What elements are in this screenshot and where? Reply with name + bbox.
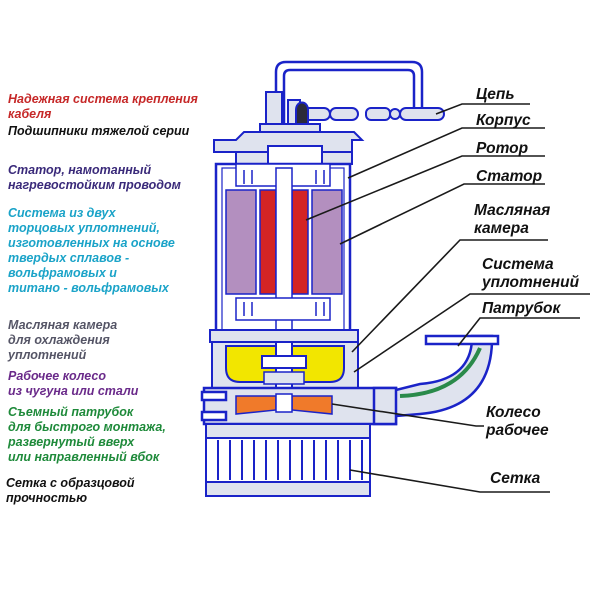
note-mesh: Сетка с образцовой прочностью <box>6 476 135 505</box>
label-nozzle: Патрубок <box>482 300 561 317</box>
leader-seal-system <box>353 293 590 373</box>
label-chain: Цепь <box>476 86 515 103</box>
strainer-mesh <box>205 423 371 497</box>
leader-wheel <box>331 403 484 427</box>
stator-windings <box>225 189 343 295</box>
label-housing: Корпус <box>476 112 531 129</box>
leader-housing <box>347 127 545 179</box>
lifting-handle <box>274 60 424 130</box>
leader-oil-chamber <box>351 239 548 353</box>
label-stator: Статор <box>476 168 543 185</box>
leader-stator <box>339 183 545 245</box>
note-cable: Надежная система крепления кабеля <box>8 92 198 121</box>
impeller <box>235 393 333 415</box>
rotor <box>259 167 309 341</box>
label-wheel: Колесо рабочее <box>486 404 549 439</box>
label-seal-system: Система уплотнений <box>482 256 580 291</box>
leader-mesh <box>349 469 550 493</box>
top-cap <box>213 131 365 169</box>
outlet-elbow <box>372 334 500 426</box>
oil-chamber-body <box>211 341 359 395</box>
note-bearings: Подшипники тяжелой серии <box>8 124 190 138</box>
leader-chain <box>435 103 530 115</box>
label-rotor: Ротор <box>476 140 529 157</box>
lower-bearing <box>235 297 331 321</box>
note-stator: Статор, намотанный нагревостойким провод… <box>8 163 181 192</box>
label-mesh: Сетка <box>490 470 541 487</box>
note-impeller: Рабочее колесо из чугуна или стали <box>8 369 139 398</box>
leader-rotor <box>305 155 545 221</box>
note-oil: Масляная камера для охлаждения уплотнени… <box>8 318 118 362</box>
leader-lines <box>305 103 590 493</box>
mid-flange <box>209 329 359 343</box>
note-seals: Система из двух торцовых уплотнений, изг… <box>8 206 175 295</box>
note-outlet: Съемный патрубок для быстрого монтажа, р… <box>8 405 166 464</box>
leader-nozzle <box>457 317 580 347</box>
label-oil-chamber: Масляная камера <box>474 202 551 237</box>
seal-block <box>263 371 305 385</box>
chain <box>299 107 445 121</box>
